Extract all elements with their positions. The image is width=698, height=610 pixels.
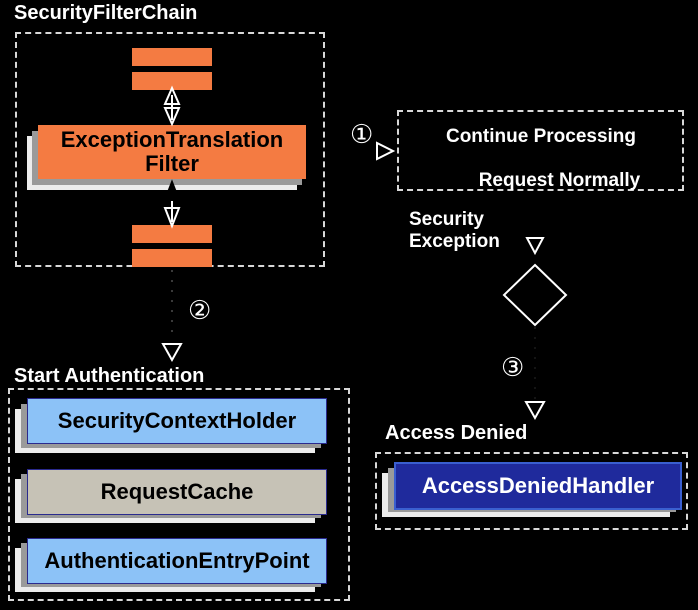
start-authentication-container	[8, 388, 350, 601]
security-filter-chain-title: SecurityFilterChain	[14, 2, 198, 24]
security-exception-line-1: Security Exception	[409, 209, 500, 252]
continue-processing-container	[397, 110, 684, 191]
arrowhead-to-start-authentication	[161, 343, 183, 363]
filter-bar-bottom-2	[132, 249, 212, 267]
step-marker-3: ③	[501, 353, 525, 383]
node-security-context-holder[interactable]: SecurityContextHolder	[27, 398, 327, 444]
step-marker-1: ①	[350, 120, 374, 150]
security-exception-label: Security Exception	[409, 209, 500, 253]
step-marker-2: ②	[188, 296, 212, 326]
node-request-cache-label: RequestCache	[100, 479, 254, 505]
continue-processing-line-1: Continue Processing	[445, 126, 637, 147]
node-authentication-entry-point[interactable]: AuthenticationEntryPoint	[27, 538, 327, 584]
node-security-context-holder-label: SecurityContextHolder	[57, 408, 297, 434]
access-denied-container	[375, 452, 688, 530]
continue-processing-label: Continue Processing Request Normally	[404, 126, 678, 192]
arrowhead-to-decision-diamond	[525, 237, 545, 256]
arrowhead-to-continue-processing	[376, 141, 396, 161]
access-denied-title: Access Denied	[385, 422, 528, 444]
node-access-denied-handler-label: AccessDeniedHandler	[421, 473, 655, 499]
filter-bar-top-2	[132, 72, 212, 90]
node-authentication-entry-point-label: AuthenticationEntryPoint	[44, 548, 310, 574]
decision-diamond	[502, 263, 568, 327]
arrowhead-to-access-denied	[524, 401, 546, 421]
start-authentication-title: Start Authentication	[14, 365, 205, 387]
filter-bar-top-1	[132, 48, 212, 66]
filter-bar-bottom-1	[132, 225, 212, 243]
node-exception-translation-filter-label: ExceptionTranslation Filter	[60, 127, 284, 176]
node-request-cache[interactable]: RequestCache	[27, 469, 327, 515]
node-access-denied-handler[interactable]: AccessDeniedHandler	[394, 462, 682, 510]
node-exception-translation-filter[interactable]: ExceptionTranslation Filter	[38, 125, 306, 179]
continue-processing-line-2: Request Normally	[478, 170, 641, 191]
